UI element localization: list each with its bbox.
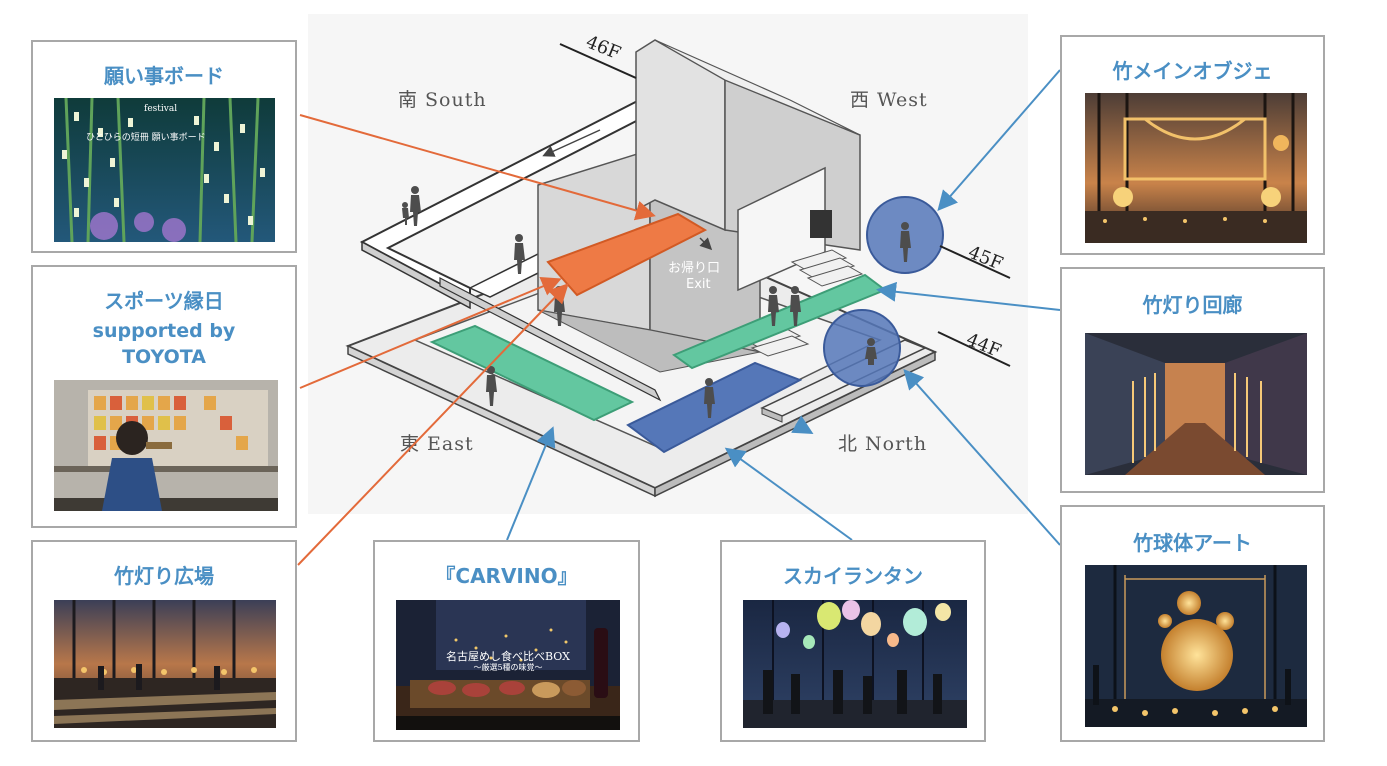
pointer-wish-board: [299, 114, 656, 221]
label-east: 東 East: [400, 433, 474, 455]
card-carvino[interactable]: 『CARVINO』 名古屋めし食べ比べBOX ～厳選5種の味覚～: [373, 540, 640, 742]
carvino-photo-line1: 名古屋めし食べ比べBOX: [446, 650, 570, 663]
card-sports[interactable]: スポーツ縁日 supported by TOYOTA: [31, 265, 297, 528]
wish-photo-logo: festival: [144, 104, 178, 114]
pointer-carvino: [506, 426, 556, 541]
pointer-main-object: [937, 69, 1061, 212]
carvino-photo-line2: ～厳選5種の味覚～: [473, 663, 543, 672]
exit-label-en: Exit: [686, 277, 711, 292]
pointer-sky-lantern: [724, 447, 853, 541]
floor-label-44f-group: 44F: [937, 329, 1011, 367]
photo-sky-lantern: [743, 600, 967, 728]
label-north: 北 North: [838, 433, 927, 455]
card-wish-board[interactable]: 願い事ボード festival ひとひらの短冊 願い事ボード: [31, 40, 297, 253]
label-south: 南 South: [398, 89, 487, 111]
zone-sphere-art: [823, 309, 901, 387]
card-title-sphere-art: 竹球体アート: [1133, 531, 1252, 555]
card-sky-lantern[interactable]: スカイランタン: [720, 540, 986, 742]
card-main-object[interactable]: 竹メインオブジェ: [1060, 35, 1325, 255]
zone-sky-lantern: [626, 361, 803, 454]
zone-sports: [429, 324, 635, 422]
photo-sports: [54, 380, 278, 511]
card-title-main-object: 竹メインオブジェ: [1112, 59, 1273, 83]
exit-label-ja: お帰り口: [668, 260, 720, 276]
pointer-corridor: [876, 281, 1061, 311]
exit-arrow: [699, 237, 713, 251]
pointer-sphere-art: [903, 369, 1061, 546]
pointer-lines-blue: [506, 69, 1061, 546]
card-title-wish-board: 願い事ボード: [104, 64, 224, 88]
pointer-plaza: [297, 283, 569, 566]
north-arrow: [791, 415, 814, 434]
card-title-carvino: 『CARVINO』: [435, 564, 578, 588]
floor-46f-walkway: [359, 90, 769, 402]
label-west: 西 West: [850, 89, 928, 111]
card-title-plaza: 竹灯り広場: [114, 564, 214, 588]
photo-wish-board: festival ひとひらの短冊 願い事ボード: [54, 98, 275, 242]
photo-sphere-art: [1085, 565, 1307, 727]
photo-carvino: 名古屋めし食べ比べBOX ～厳選5種の味覚～: [396, 600, 620, 730]
doorway: [810, 210, 832, 238]
pointer-lines-orange: [297, 114, 656, 566]
photo-corridor: [1085, 333, 1307, 475]
stairs: [743, 249, 864, 357]
card-plaza[interactable]: 竹灯り広場: [31, 540, 297, 742]
card-title-sports-line1: スポーツ縁日: [104, 289, 224, 313]
wish-photo-caption: ひとひらの短冊 願い事ボード: [86, 133, 206, 143]
card-corridor[interactable]: 竹灯り回廊: [1060, 267, 1325, 493]
card-title-sports-line2: supported by: [92, 320, 236, 342]
tower-46f: [635, 39, 861, 292]
pointer-sports: [299, 276, 562, 389]
card-title-sports-line3: TOYOTA: [122, 346, 206, 368]
photo-main-object: [1085, 93, 1307, 243]
card-title-sky-lantern: スカイランタン: [783, 564, 923, 588]
photo-plaza: [54, 600, 276, 728]
card-title-corridor: 竹灯り回廊: [1142, 293, 1243, 317]
card-sphere-art[interactable]: 竹球体アート: [1060, 505, 1325, 742]
